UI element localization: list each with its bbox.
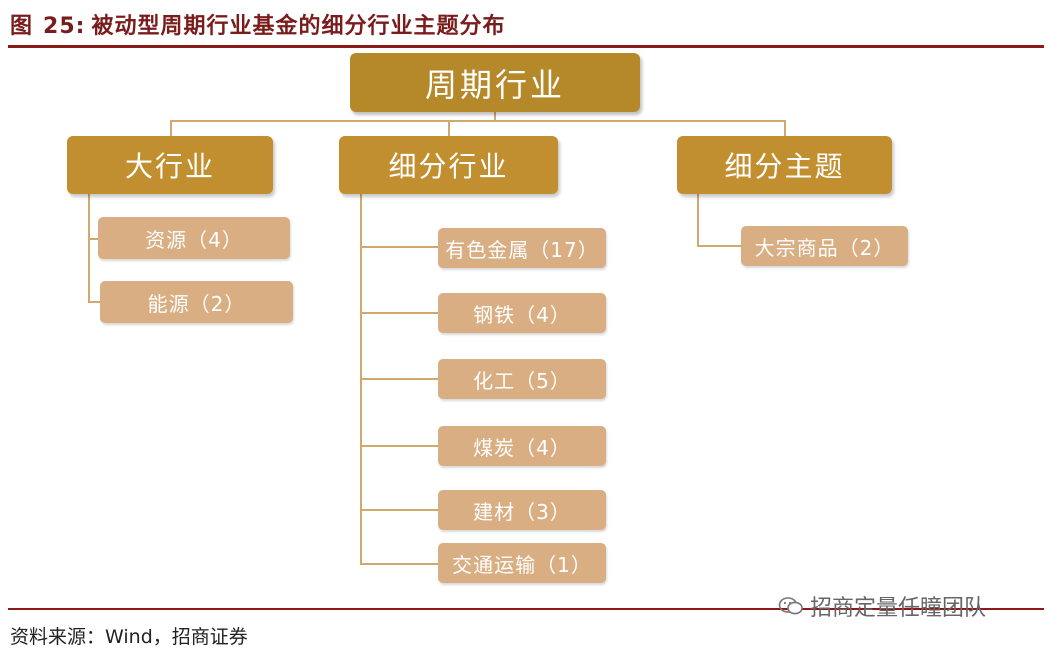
leaf-commodities: 大宗商品（2） (741, 226, 908, 266)
leaf-steel: 钢铁（4） (438, 293, 606, 333)
connector-branch-1-2 (88, 301, 100, 303)
source-note: 资料来源：Wind，招商证券 (10, 626, 248, 648)
connector-branch-3-1 (697, 245, 741, 247)
figure-title-text: 被动型周期行业基金的细分行业主题分布 (91, 14, 506, 39)
category-node-large-industry: 大行业 (67, 136, 273, 194)
connector-trunk-1 (88, 194, 90, 302)
leaf-nonferrous-metals: 有色金属（17） (438, 228, 606, 268)
connector-cat-2 (448, 120, 450, 136)
connector-branch-2-5 (360, 509, 438, 511)
figure-number: 25: (43, 14, 86, 39)
leaf-building-materials: 建材（3） (438, 490, 606, 530)
wechat-icon (778, 597, 803, 615)
watermark: 招商定量任瞳团队 (778, 590, 986, 622)
bottom-rule (8, 608, 1044, 610)
connector-trunk-3 (697, 194, 699, 246)
connector-branch-2-1 (360, 246, 438, 248)
connector-branch-2-2 (360, 312, 438, 314)
connector-horizontal-bar (170, 120, 785, 122)
watermark-text: 招商定量任瞳团队 (810, 596, 987, 621)
leaf-coal: 煤炭（4） (438, 426, 606, 466)
connector-branch-1-1 (88, 238, 98, 240)
connector-cat-1 (170, 120, 172, 136)
leaf-energy: 能源（2） (100, 281, 293, 323)
figure-title: 图 25:被动型周期行业基金的细分行业主题分布 (10, 8, 505, 40)
root-node: 周期行业 (350, 53, 640, 112)
figure-label: 图 (10, 14, 34, 39)
connector-branch-2-4 (360, 445, 438, 447)
category-node-sub-theme: 细分主题 (677, 136, 892, 194)
leaf-chemicals: 化工（5） (438, 359, 606, 399)
connector-branch-2-6 (360, 563, 438, 565)
category-node-sub-industry: 细分行业 (339, 136, 558, 194)
connector-cat-3 (784, 120, 786, 136)
connector-branch-2-3 (360, 378, 438, 380)
connector-root-down (494, 112, 496, 121)
leaf-transportation: 交通运输（1） (438, 543, 606, 583)
leaf-resources: 资源（4） (98, 217, 290, 259)
top-rule (8, 45, 1044, 48)
